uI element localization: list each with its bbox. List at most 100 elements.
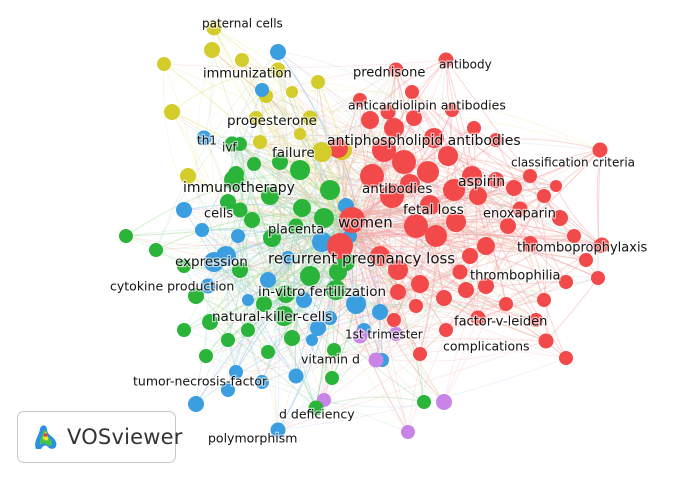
node-label-women: women — [338, 214, 393, 232]
network-node-red — [411, 275, 429, 293]
node-label-complications: complications — [443, 339, 530, 354]
network-nodes — [196, 20, 610, 438]
network-node-green — [149, 243, 163, 257]
node-complications — [538, 333, 554, 349]
network-edge — [433, 137, 557, 187]
network-edge — [495, 139, 567, 283]
network-edge — [323, 217, 365, 331]
network-edge — [277, 69, 287, 163]
network-edge — [473, 127, 561, 219]
network-edge — [231, 143, 445, 403]
node-fetal-loss — [420, 195, 440, 215]
network-node-green — [177, 259, 191, 273]
network-node-green — [293, 199, 311, 217]
network-edge — [395, 69, 445, 299]
network-edge — [495, 138, 601, 151]
network-node-red — [388, 260, 408, 280]
network-node-green — [277, 285, 295, 303]
network-node-blue — [306, 334, 318, 346]
network-edge — [269, 69, 397, 197]
network-edge — [359, 189, 455, 337]
node-immunization — [270, 62, 286, 78]
network-edge — [341, 59, 447, 151]
node-antibody — [438, 52, 454, 68]
network-edge — [295, 277, 599, 377]
network-edge — [355, 189, 455, 305]
node-aspirin — [462, 166, 482, 186]
vosviewer-logo-icon — [35, 425, 57, 449]
network-node-red — [469, 187, 487, 205]
network-edge — [381, 259, 587, 361]
network-edge — [183, 99, 361, 211]
node-label-failure: failure — [272, 145, 315, 161]
network-node-blue — [296, 292, 312, 308]
network-edge — [429, 204, 479, 319]
network-node-red — [537, 293, 551, 307]
node-label-polymorphism: polymorphism — [208, 431, 297, 446]
network-edge — [356, 216, 487, 287]
network-edge — [265, 95, 289, 259]
node-cytokine-production — [200, 278, 216, 294]
network-edge — [345, 193, 521, 210]
network-edge — [183, 265, 269, 353]
network-edge — [395, 255, 471, 335]
network-edge — [360, 225, 395, 321]
network-node-blue — [195, 223, 209, 237]
network-node-red — [392, 150, 416, 174]
node-classification-criteria — [592, 142, 608, 158]
network-edge — [361, 216, 567, 283]
network-node-red — [462, 248, 478, 264]
network-node-red — [409, 299, 423, 313]
network-node-yellow — [294, 128, 306, 140]
network-edge — [125, 219, 353, 247]
network-edge — [345, 185, 557, 263]
node-label-enoxaparin: enoxaparin — [483, 207, 556, 222]
node-prednisone — [388, 62, 404, 78]
network-edge — [545, 277, 599, 342]
node-ivf — [224, 136, 240, 152]
node-label-d-deficiency: d deficiency — [279, 407, 355, 422]
network-edge — [411, 91, 497, 181]
network-edge — [323, 217, 447, 331]
network-node-yellow — [235, 53, 249, 67]
network-edge — [261, 225, 297, 383]
network-node-blue — [372, 304, 388, 320]
network-node-red — [417, 161, 439, 183]
network-edge — [291, 225, 302, 339]
network-node-red — [353, 93, 367, 107]
network-node-red — [529, 313, 543, 327]
node-progesterone — [302, 110, 318, 126]
network-edge — [349, 221, 457, 237]
node-label-tumor-necrosis-factor: tumor-necrosis-factor — [133, 374, 268, 389]
node-enoxaparin — [512, 201, 528, 217]
network-edge — [163, 59, 447, 68]
node-label-cytokine-production: cytokine production — [110, 279, 234, 294]
network-edge — [597, 149, 601, 279]
network-node-blue — [312, 232, 332, 252]
node-label-paternal-cells: paternal cells — [202, 17, 283, 31]
network-edge — [183, 265, 337, 291]
network-node-blue — [310, 320, 326, 336]
node-immunotherapy — [224, 170, 244, 190]
network-node-green — [314, 208, 334, 228]
node-expression — [216, 246, 236, 266]
network-node-red — [424, 128, 444, 148]
network-edge — [379, 149, 601, 257]
network-node-green — [272, 154, 288, 170]
network-node-red — [500, 218, 516, 234]
network-edge — [309, 117, 324, 243]
network-edge — [375, 349, 567, 361]
network-node-green — [261, 187, 279, 205]
vosviewer-logo: VOSviewer — [17, 411, 182, 463]
network-node-red — [499, 297, 513, 311]
node-label-prednisone: prednisone — [353, 66, 425, 81]
network-edge — [397, 245, 487, 293]
network-edge — [291, 90, 601, 151]
network-edge — [477, 187, 515, 319]
network-edge — [445, 259, 587, 331]
network-edge — [321, 151, 487, 287]
network-edge — [277, 353, 421, 431]
network-edge — [253, 163, 531, 245]
network-node-red — [384, 118, 404, 138]
